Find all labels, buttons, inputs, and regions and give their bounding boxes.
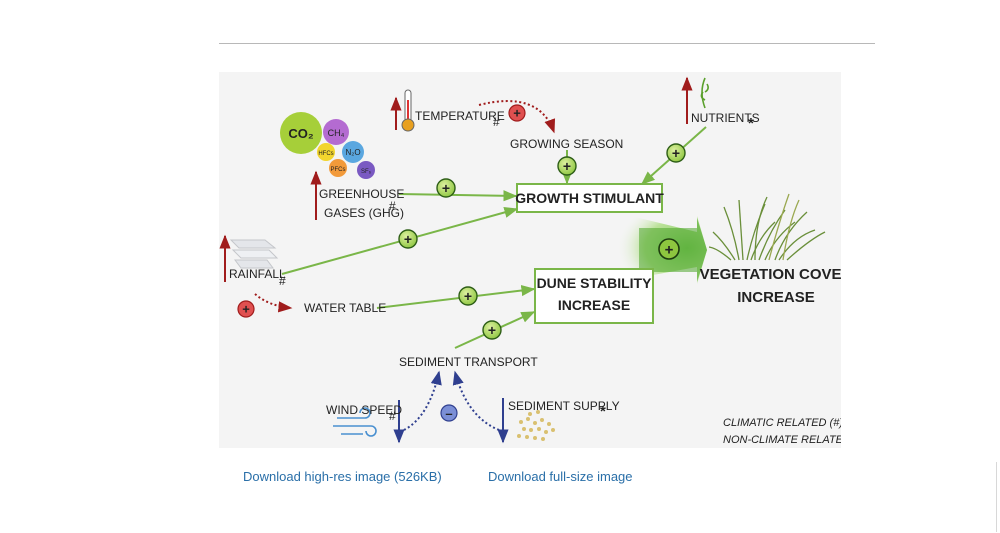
vegetation-label-line2: INCREASE	[737, 289, 815, 306]
top-divider	[219, 43, 875, 44]
svg-text:+: +	[563, 158, 571, 174]
grass-icon	[708, 193, 826, 261]
greenhouse-gas-bubbles: CO₂ CH₄ HFCs N₂O PFCs SF₆	[280, 112, 375, 179]
rainfall-label: RAINFALL	[229, 267, 286, 281]
svg-text:SF₆: SF₆	[361, 169, 372, 175]
co2-bubble	[280, 112, 322, 154]
svg-text:+: +	[488, 322, 496, 338]
scrollbar-edge	[996, 462, 1000, 532]
rainfall-to-watertable-arrow	[254, 293, 293, 313]
n2o-bubble	[342, 141, 364, 163]
svg-text:CO₂: CO₂	[288, 126, 314, 141]
plus-output: +	[658, 238, 680, 260]
svg-text:+: +	[513, 106, 521, 121]
sprout-icon	[700, 77, 709, 109]
plus-nutrients: +	[666, 143, 686, 163]
greenhouse-label-line1: GREENHOUSE	[319, 187, 404, 201]
svg-text:+: +	[404, 231, 412, 247]
plus-rainfall: +	[398, 229, 418, 249]
nutrients-label: NUTRIENTS	[691, 111, 760, 125]
rain-cloud-icon	[229, 239, 279, 269]
plus-temperature-red: +	[508, 104, 526, 122]
dune-stability-label-line1: DUNE STABILITY	[537, 275, 653, 291]
svg-text:N₂O: N₂O	[345, 148, 360, 157]
svg-text:PFCs: PFCs	[331, 167, 346, 173]
svg-text:+: +	[665, 242, 674, 259]
plus-sediment: +	[482, 320, 502, 340]
greenhouse-label-line2: GASES (GHG)	[324, 206, 404, 220]
figure-background	[219, 72, 841, 448]
sediment-transport-label: SEDIMENT TRANSPORT	[399, 355, 538, 369]
download-fullsize-link[interactable]: Download full-size image	[488, 469, 633, 484]
wind-speed-label: WIND SPEED	[326, 403, 402, 417]
svg-text:+: +	[464, 288, 472, 304]
water-table-label: WATER TABLE	[304, 301, 386, 315]
supply-to-transport-arrow	[452, 370, 500, 431]
thermometer-icon	[401, 89, 415, 132]
svg-text:+: +	[672, 145, 680, 161]
svg-text:–: –	[445, 406, 452, 421]
watertable-to-dune-line	[376, 284, 536, 309]
ch4-bubble	[323, 119, 349, 145]
plus-season: +	[557, 156, 577, 176]
pfcs-bubble	[329, 159, 347, 177]
plus-ghg: +	[436, 178, 456, 198]
hfcs-bubble	[317, 143, 335, 161]
wind-to-transport-arrow	[403, 370, 442, 431]
svg-text:CH₄: CH₄	[328, 128, 345, 138]
svg-text:+: +	[242, 302, 250, 317]
vegetation-label-line1: VEGETATION COVER	[700, 266, 841, 283]
figure-diagram: GROWTH STIMULANT DUNE STABILITY INCREASE…	[219, 72, 841, 448]
wind-speed-mark: #	[389, 409, 396, 423]
sf6-bubble	[357, 161, 375, 179]
legend-climatic: CLIMATIC RELATED (#)	[723, 417, 841, 429]
temperature-label: TEMPERATURE	[415, 109, 505, 123]
dune-stability-label-line2: INCREASE	[558, 297, 630, 313]
svg-text:+: +	[442, 180, 450, 196]
growth-stimulant-label: GROWTH STIMULANT	[515, 190, 664, 206]
dune-stability-box: DUNE STABILITY INCREASE	[534, 268, 654, 324]
output-arrow	[606, 212, 707, 284]
greenhouse-mark: #	[389, 199, 396, 213]
plus-rainfall-red: +	[237, 300, 255, 318]
plus-watertable: +	[458, 286, 478, 306]
sediment-supply-label: SEDIMENT SUPPLY	[508, 399, 620, 413]
svg-text:HFCs: HFCs	[318, 151, 333, 157]
legend-non-climate: NON-CLIMATE RELATED (*)	[723, 434, 841, 446]
growth-stimulant-box: GROWTH STIMULANT	[515, 183, 664, 213]
rainfall-mark: #	[279, 274, 286, 288]
temperature-mark: #	[493, 115, 500, 129]
minus-wind-sediment: –	[440, 404, 458, 422]
download-highres-link[interactable]: Download high-res image (526KB)	[243, 469, 442, 484]
nutrients-mark: *	[748, 115, 754, 132]
sand-grains-icon	[517, 410, 555, 441]
growing-season-label: GROWING SEASON	[510, 137, 623, 151]
wind-icon	[333, 407, 377, 437]
sediment-supply-mark: *	[600, 403, 606, 420]
ghg-to-growth-line	[398, 190, 518, 202]
